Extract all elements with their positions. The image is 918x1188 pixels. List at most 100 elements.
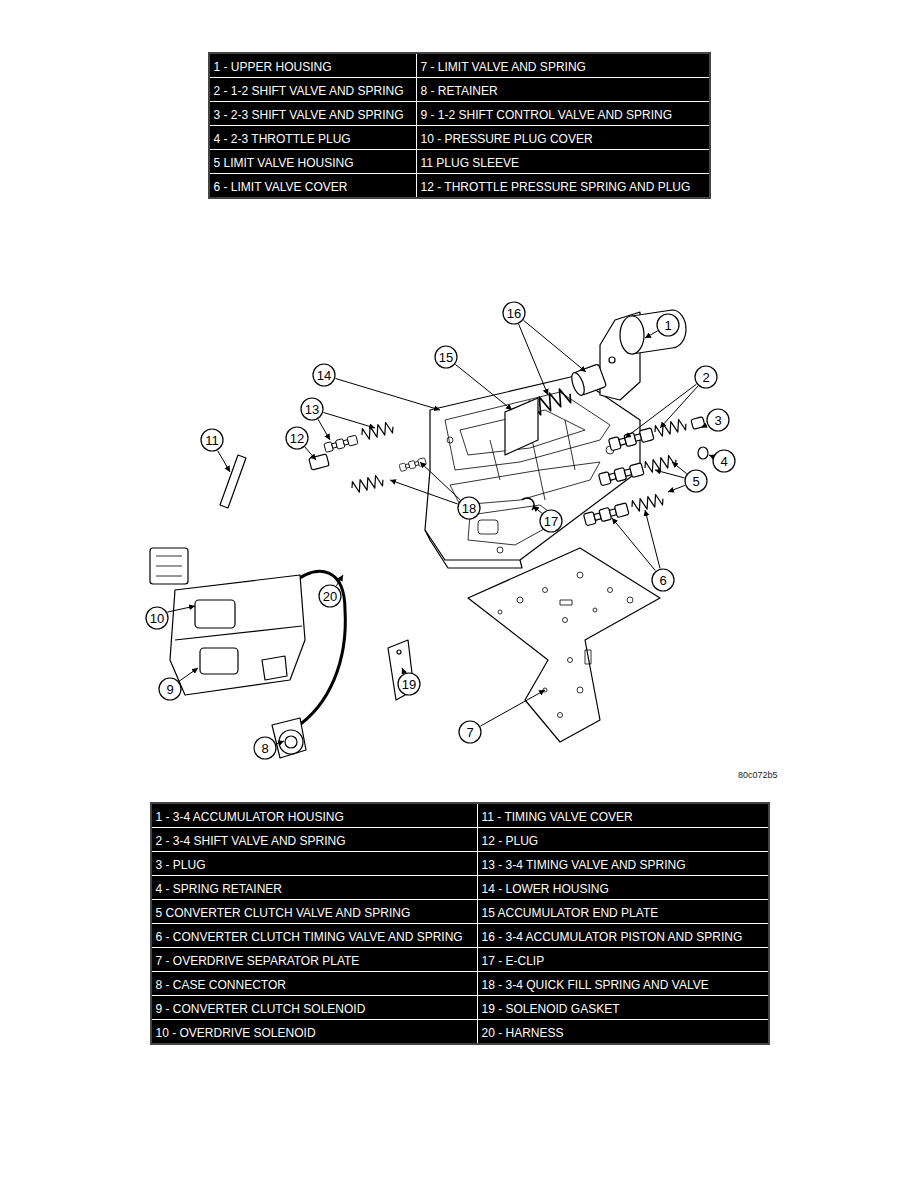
parts-legend-table: 1 - UPPER HOUSING7 - LIMIT VALVE AND SPR… xyxy=(208,52,711,199)
callout-text: 15 xyxy=(439,350,453,365)
callout-number: 17 xyxy=(539,509,563,533)
callout-outline xyxy=(459,721,481,743)
harness-plug xyxy=(150,548,188,584)
table-row: 9 - CONVERTER CLUTCH SOLENOID19 - SOLENO… xyxy=(151,996,769,1020)
callout-text: 7 xyxy=(466,725,473,740)
callout-number: 16 xyxy=(502,301,526,325)
part-name: 14 - LOWER HOUSING xyxy=(482,882,609,896)
callout-outline xyxy=(146,607,168,629)
part-name: 4 - 2-3 THROTTLE PLUG xyxy=(214,132,351,146)
bolt-hole xyxy=(609,357,615,363)
plug xyxy=(691,417,705,430)
e-clip xyxy=(522,498,534,510)
table-cell: 9 - 1-2 SHIFT CONTROL VALVE AND SPRING xyxy=(416,102,710,126)
table-row: 2 - 3-4 SHIFT VALVE AND SPRING12 - PLUG xyxy=(151,828,769,852)
connector-pins xyxy=(285,736,297,748)
table-row: 4 - 2-3 THROTTLE PLUG 10 - PRESSURE PLUG … xyxy=(209,126,710,150)
part-name: 17 - E-CLIP xyxy=(482,954,545,968)
leader-line xyxy=(519,324,548,395)
plug xyxy=(309,454,329,470)
part-name: 4 - SPRING RETAINER xyxy=(156,882,282,896)
table-cell: 19 - SOLENOID GASKET xyxy=(477,996,769,1020)
part-name: 3 - 2-3 SHIFT VALVE AND SPRING xyxy=(214,108,404,122)
table-cell: 1 - UPPER HOUSING xyxy=(209,53,417,78)
table-cell: 5 CONVERTER CLUTCH VALVE AND SPRING xyxy=(151,900,478,924)
table-row: 7 - OVERDRIVE SEPARATOR PLATE 17 - E-CLIP xyxy=(151,948,769,972)
mount-tab xyxy=(262,656,287,680)
callout-number: 18 xyxy=(457,496,481,520)
callout-outline xyxy=(159,678,181,700)
spring-retainer xyxy=(698,447,708,459)
callout-outline xyxy=(301,398,323,420)
callout-number: 19 xyxy=(397,672,421,696)
leader-line xyxy=(179,668,198,681)
table-cell: 7 - OVERDRIVE SEPARATOR PLATE xyxy=(151,948,478,972)
leader-line xyxy=(318,419,330,440)
table-cell: 6 - LIMIT VALVE COVER xyxy=(209,174,417,199)
callout-outline xyxy=(707,409,729,431)
part-name: 5 CONVERTER CLUTCH VALVE AND SPRING xyxy=(156,906,411,920)
callout-outline xyxy=(398,673,420,695)
part-name: 6 - CONVERTER CLUTCH TIMING VALVE AND SP… xyxy=(156,930,463,944)
housing-passages xyxy=(445,392,614,553)
callout-text: 6 xyxy=(659,573,666,588)
leader-line xyxy=(420,462,460,500)
table-row: 6 - LIMIT VALVE COVER12 - THROTTLE PRESS… xyxy=(209,174,710,199)
table-cell: 10 - OVERDRIVE SOLENOID xyxy=(151,1020,478,1045)
leader-line xyxy=(655,470,684,478)
part-name: 12 - PLUG xyxy=(482,834,539,848)
part-name: 3 - PLUG xyxy=(156,858,206,872)
table-row: 4 - SPRING RETAINER 14 - LOWER HOUSING xyxy=(151,876,769,900)
callout-text: 3 xyxy=(714,413,721,428)
callout-number: 11 xyxy=(200,428,224,452)
leader-line xyxy=(533,506,542,513)
leader-line xyxy=(524,320,587,372)
table-cell: 18 - 3-4 QUICK FILL SPRING AND VALVE xyxy=(477,972,769,996)
callout-number: 15 xyxy=(434,345,458,369)
callout-text: 11 xyxy=(205,433,219,448)
table-cell: 7 - LIMIT VALVE AND SPRING xyxy=(416,53,710,78)
table-cell: 20 - HARNESS xyxy=(477,1020,769,1045)
part-name: 8 - RETAINER xyxy=(421,84,498,98)
table-row: 5 LIMIT VALVE HOUSING11 PLUG SLEEVE xyxy=(209,150,710,174)
part-name: 18 - 3-4 QUICK FILL SPRING AND VALVE xyxy=(482,978,709,992)
solenoid-body xyxy=(170,575,305,695)
leader-lines xyxy=(167,320,713,744)
callout-text: 13 xyxy=(305,402,319,417)
part-name: 1 - 3-4 ACCUMULATOR HOUSING xyxy=(156,810,344,824)
lower-housing xyxy=(425,376,640,560)
callout-text: 20 xyxy=(323,589,337,604)
leader-line xyxy=(167,606,195,612)
separator-plate xyxy=(468,548,660,742)
table-row: 10 - OVERDRIVE SOLENOID 20 - HARNESS xyxy=(151,1020,769,1045)
callout-outline xyxy=(313,364,335,386)
table-cell: 5 LIMIT VALVE HOUSING xyxy=(209,150,417,174)
leader-line xyxy=(390,480,458,504)
callout-number: 7 xyxy=(458,720,482,744)
part-name: 7 - OVERDRIVE SEPARATOR PLATE xyxy=(156,954,360,968)
part-name: 20 - HARNESS xyxy=(482,1026,564,1040)
leader-line xyxy=(218,451,230,472)
callout-outline xyxy=(286,427,308,449)
leader-line xyxy=(276,741,284,744)
leader-line xyxy=(701,425,707,428)
table-cell: 4 - 2-3 THROTTLE PLUG xyxy=(209,126,417,150)
leader-line xyxy=(709,455,713,457)
callout-text: 2 xyxy=(702,370,709,385)
callout-outline xyxy=(657,314,679,336)
leader-line xyxy=(305,447,316,460)
table-cell: 6 - CONVERTER CLUTCH TIMING VALVE AND SP… xyxy=(151,924,478,948)
part-name: 5 LIMIT VALVE HOUSING xyxy=(214,156,354,170)
converter-clutch-solenoid xyxy=(200,648,238,674)
callout-number: 2 xyxy=(694,365,718,389)
part-name: 10 - PRESSURE PLUG COVER xyxy=(421,132,593,146)
leader-line xyxy=(625,384,696,438)
leader-line xyxy=(668,485,685,492)
end-plate xyxy=(505,398,538,455)
table-row: 2 - 1-2 SHIFT VALVE AND SPRING8 - RETAIN… xyxy=(209,78,710,102)
table-row: 5 CONVERTER CLUTCH VALVE AND SPRING 15 AC… xyxy=(151,900,769,924)
parts-legend-table: 1 - 3-4 ACCUMULATOR HOUSING11 - TIMING V… xyxy=(150,802,770,1045)
part-name: 15 ACCUMULATOR END PLATE xyxy=(482,906,659,920)
table-cell: 1 - 3-4 ACCUMULATOR HOUSING xyxy=(151,803,478,828)
